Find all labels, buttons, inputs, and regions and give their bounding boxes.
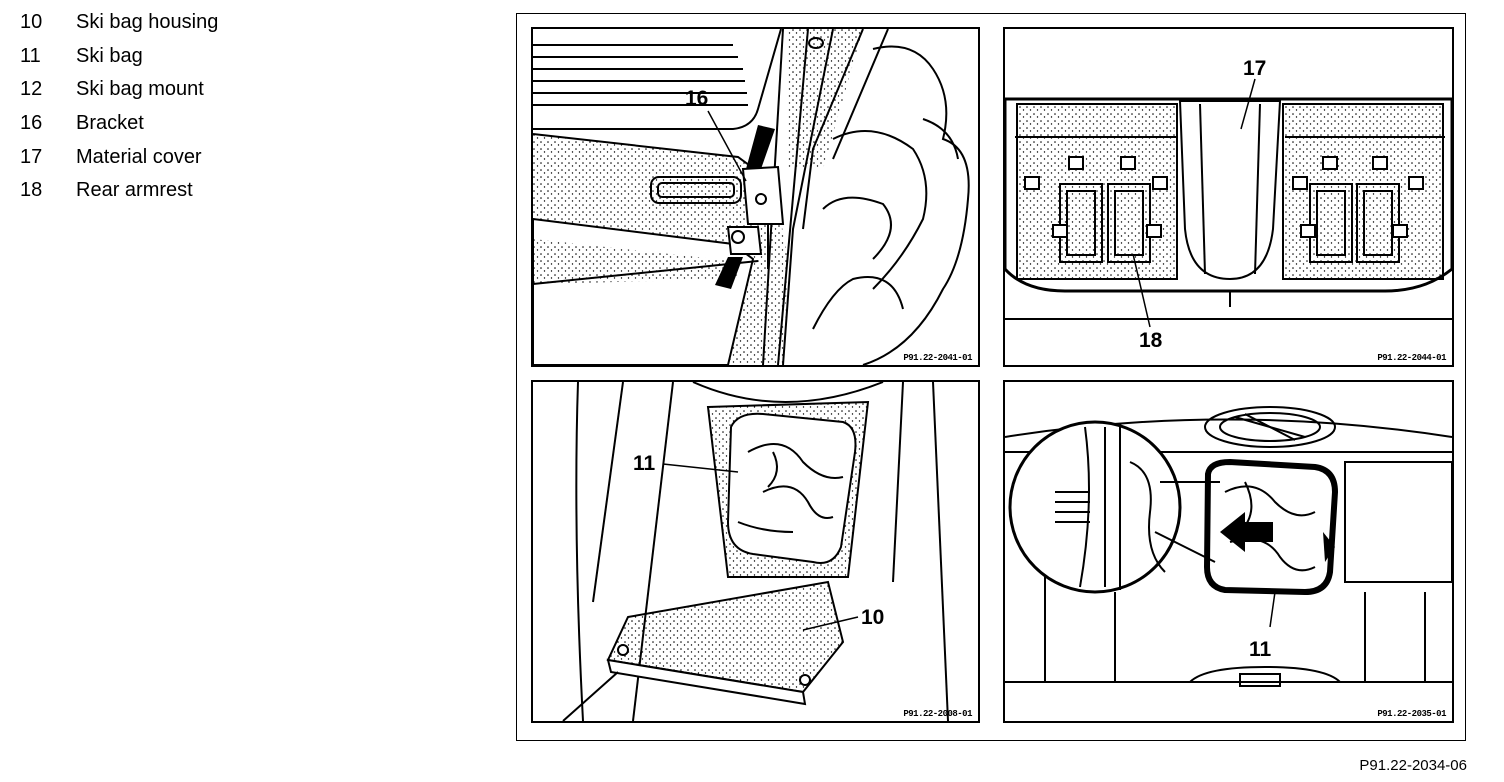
armrest-illustration	[1005, 78, 1452, 328]
callout-label: 16	[685, 87, 709, 110]
panel-bracket: 16 P91.22-2041-01	[531, 27, 980, 367]
panel-armrest: 17 18 P91.22-2044-01	[1003, 27, 1454, 367]
legend-label: Bracket	[76, 112, 144, 135]
callout-label: 18	[1139, 329, 1163, 352]
callout-label: 11	[633, 452, 656, 475]
arrow-icon	[1220, 512, 1273, 552]
detail-magnifier	[1008, 420, 1182, 594]
callout-label: 11	[1249, 638, 1272, 661]
legend-label: Ski bag housing	[76, 11, 219, 34]
bracket-illustration	[533, 29, 970, 365]
legend-item: 12 Ski bag mount	[20, 73, 218, 107]
arrow-icon	[1323, 532, 1335, 562]
figure-frame: 16 P91.22-2041-01	[516, 13, 1466, 741]
figure-code: P91.22-2034-06	[1359, 757, 1467, 774]
legend-number: 12	[20, 78, 43, 101]
panel-code: P91.22-2041-01	[903, 353, 972, 363]
legend-item: 18 Rear armrest	[20, 174, 218, 208]
callout-label: 17	[1243, 57, 1267, 80]
legend-number: 17	[20, 145, 43, 168]
legend-number: 16	[20, 112, 43, 135]
legend-item: 16 Bracket	[20, 107, 218, 141]
legend-number: 18	[20, 179, 43, 202]
legend-number: 10	[20, 11, 43, 34]
legend-item: 17 Material cover	[20, 140, 218, 174]
legend-label: Ski bag	[76, 44, 143, 67]
legend-label: Material cover	[76, 145, 202, 168]
arrow-icon	[746, 125, 775, 169]
legend-item: 10 Ski bag housing	[20, 6, 218, 40]
panel-ski-bag-housing: 11 10 P91.22-2008-01	[531, 380, 980, 723]
callout-label: 10	[861, 606, 885, 629]
arrow-icon	[715, 257, 743, 289]
panel-ski-bag-removal: 11 P91.22-2035-01	[1003, 380, 1454, 723]
legend: 10 Ski bag housing 11 Ski bag 12 Ski bag mo…	[20, 6, 218, 208]
panel-code: P91.22-2008-01	[903, 709, 972, 719]
ski-bag-removal-illustration	[1005, 406, 1452, 687]
ski-bag-housing-illustration	[562, 382, 949, 721]
panel-code: P91.22-2035-01	[1377, 709, 1446, 719]
legend-item: 11 Ski bag	[20, 40, 218, 74]
panel-code: P91.22-2044-01	[1377, 353, 1446, 363]
legend-number: 11	[20, 44, 41, 67]
legend-label: Ski bag mount	[76, 78, 204, 101]
legend-label: Rear armrest	[76, 179, 193, 202]
